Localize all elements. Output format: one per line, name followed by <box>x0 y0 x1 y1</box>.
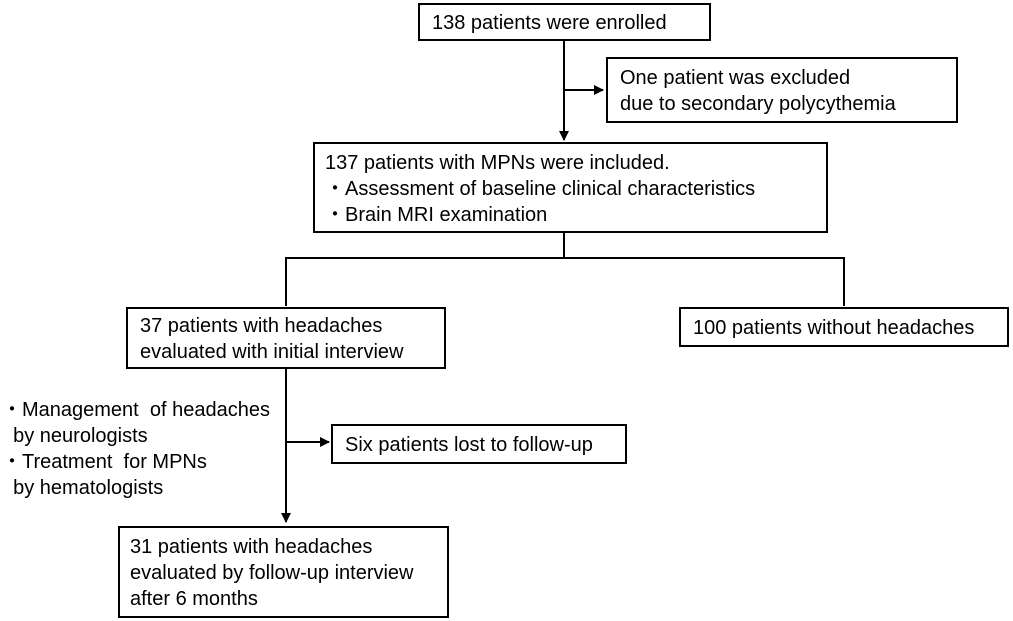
followup-line-3: after 6 months <box>130 588 258 610</box>
box-lost-followup: Six patients lost to follow-up <box>331 424 627 464</box>
lost-followup-text: Six patients lost to follow-up <box>345 434 593 456</box>
management-note-line-1: ・Management of headaches <box>2 399 270 421</box>
management-note-line-2: by neurologists <box>2 425 148 447</box>
management-note-line-3: ・Treatment for MPNs <box>2 451 207 473</box>
included-line-3: ・Brain MRI examination <box>325 204 548 226</box>
box-included: 137 patients with MPNs were included. ・A… <box>313 142 828 233</box>
followup-line-1: 31 patients with headaches <box>130 536 373 558</box>
box-enrolled: 138 patients were enrolled <box>418 3 711 41</box>
included-line-1: 137 patients with MPNs were included. <box>325 152 670 174</box>
management-note-line-4: by hematologists <box>2 477 164 499</box>
management-note: ・Management of headaches by neurologists… <box>2 397 270 501</box>
included-line-2: ・Assessment of baseline clinical charact… <box>325 178 756 200</box>
excluded-line-2: due to secondary polycythemia <box>620 93 896 115</box>
box-without-headaches: 100 patients without headaches <box>679 307 1009 347</box>
excluded-line-1: One patient was excluded <box>620 67 851 89</box>
with-headaches-line-1: 37 patients with headaches <box>140 315 383 337</box>
box-excluded: One patient was excluded due to secondar… <box>606 57 958 123</box>
box-with-headaches: 37 patients with headaches evaluated wit… <box>126 307 446 369</box>
without-headaches-text: 100 patients without headaches <box>693 317 975 339</box>
followup-line-2: evaluated by follow-up interview <box>130 562 414 584</box>
enrolled-text: 138 patients were enrolled <box>432 12 667 34</box>
with-headaches-line-2: evaluated with initial interview <box>140 341 404 363</box>
box-followup: 31 patients with headaches evaluated by … <box>118 526 449 618</box>
